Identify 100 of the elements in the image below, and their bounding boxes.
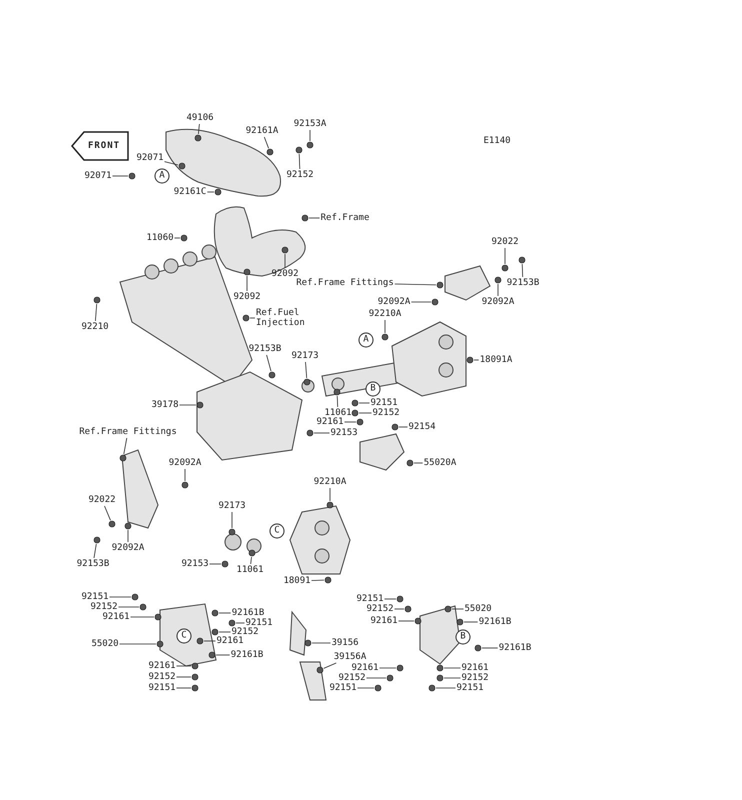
leader-line [176,676,192,678]
leader-line [414,462,424,464]
leader-line [236,622,245,624]
hardware-part [396,664,404,672]
part-number: 92153 [181,559,209,569]
leader-line [109,596,132,598]
hardware-part [132,594,138,600]
part-number: 92071 [84,171,112,181]
part-number: 92092A [112,543,144,553]
hardware-part [502,264,508,272]
hardware-part [392,424,398,430]
part-number: 92161C [174,187,206,197]
hardware-part [396,596,404,602]
part-number: 92151 [456,683,484,693]
hardware-part [214,188,222,196]
leader-line [95,304,98,322]
part-number: 92161 [461,663,489,673]
hardware-part [382,334,388,340]
part-number: 39178 [151,400,179,410]
part-number: 92153A [294,119,326,129]
hardware-part [414,618,422,624]
hardware-part [182,482,188,488]
part-number: 49106 [186,113,214,123]
part-number: 92161 [148,661,176,671]
reference-note: Ref.Fuel Injection [256,308,320,328]
part-number: 92210A [368,309,402,319]
hardware-part [128,172,136,180]
leader-line [504,248,506,264]
part-number: 92161B [498,643,532,653]
hardware-part [352,400,358,406]
hardware-part [156,640,164,648]
hardware-part [194,134,202,142]
part-number: 92210 [81,322,109,332]
part-number: 92151 [370,398,398,408]
leader-line [336,396,338,408]
hardware-part [228,620,236,626]
reference-letter: A [358,332,374,348]
hardware-part [474,644,482,652]
part-number: 11061 [324,408,352,418]
part-number: 92153B [76,559,110,569]
part-number: 92161A [246,126,278,136]
part-number: 92161 [370,616,398,626]
leader-line [123,438,128,454]
hardware-part [436,664,444,672]
part-number: 92161 [316,417,344,427]
part-number: 92173 [218,501,246,511]
hardware-part [94,296,100,304]
leader-line [384,598,396,600]
hardware-part [466,356,474,364]
reference-letter: A [154,168,170,184]
reference-letter: B [366,382,380,396]
part-number: 11060 [146,233,174,243]
hardware-part [212,610,218,616]
part-number: 92022 [88,495,116,505]
leader-line [305,362,308,378]
reference-letter: B [456,630,470,644]
part-number: 92153B [248,344,282,354]
leader-line [312,642,331,644]
hardware-part [222,560,228,568]
hardware-part [124,522,132,530]
leader-line [94,544,97,558]
part-number: 92092 [271,269,299,279]
leader-line [246,276,248,292]
hardware-part [436,282,444,288]
hardware-part [374,684,382,692]
leader-line [198,124,200,134]
hardware-part [436,674,444,682]
hardware-part [456,618,464,626]
part-number: 92210A [314,477,346,487]
part-number: 92161 [216,636,244,646]
part-number: 92152 [148,672,176,682]
hardware-part [248,550,256,556]
hardware-part [494,276,502,284]
part-number: 92071 [136,153,164,163]
direction-label: FRONT [88,141,120,151]
leader-line [216,654,230,656]
hardware-part [386,674,394,682]
part-number: 18091 [283,576,311,586]
hardware-part [120,454,126,462]
hardware-part [302,214,308,222]
part-number: 92092A [482,297,514,307]
part-number: 92152 [90,602,118,612]
part-number: 92151 [81,592,109,602]
drawing-code: E1140 [483,136,511,146]
leader-line [384,320,386,334]
leader-line [184,468,186,482]
leader-line [323,662,337,669]
hardware-part [196,402,204,408]
hardware-part [356,418,364,426]
hardware-part [94,536,100,544]
part-number: 55020A [424,458,456,468]
hardware-part [406,460,414,466]
leader-line [314,432,330,434]
hardware-part [196,638,204,644]
part-number: 92152 [461,673,489,683]
part-number: 92151 [356,594,384,604]
leader-line [264,136,269,149]
part-number: 92173 [291,351,319,361]
leader-line [394,284,436,286]
hardware-part [268,372,276,378]
